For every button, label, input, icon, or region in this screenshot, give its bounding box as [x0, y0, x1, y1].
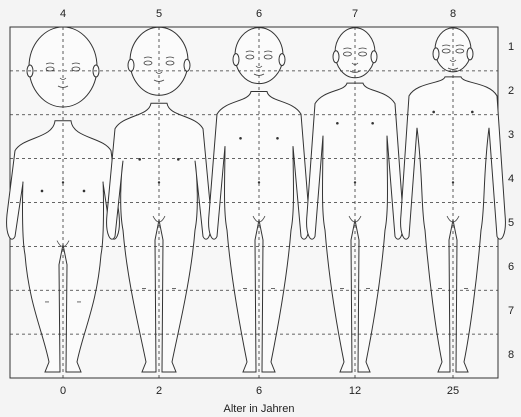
ear-right [279, 54, 285, 66]
row-label-6: 6 [508, 261, 514, 273]
nipple-right [471, 111, 474, 114]
row-label-1: 1 [508, 41, 514, 53]
ear-left [233, 54, 239, 66]
ear-left [433, 48, 439, 60]
top-label-7: 7 [352, 8, 358, 20]
figure-head [130, 27, 188, 95]
age-label-12: 12 [349, 385, 361, 397]
age-label-6: 6 [256, 385, 262, 397]
axis-caption: Alter in Jahren [224, 403, 295, 415]
ear-left [333, 51, 339, 63]
nipple-right [83, 190, 86, 193]
nipple-right [276, 137, 279, 140]
ear-left [128, 59, 134, 71]
ear-right [467, 48, 473, 60]
nipple-left [336, 122, 339, 125]
top-label-5: 5 [156, 8, 162, 20]
nipple-left [41, 190, 44, 193]
row-label-7: 7 [508, 305, 514, 317]
ear-right [371, 51, 377, 63]
age-label-25: 25 [447, 385, 459, 397]
top-label-8: 8 [450, 8, 456, 20]
row-label-8: 8 [508, 349, 514, 361]
top-label-4: 4 [60, 8, 66, 20]
nipple-left [432, 111, 435, 114]
row-label-2: 2 [508, 85, 514, 97]
nipple-right [371, 122, 374, 125]
ear-right [184, 59, 190, 71]
row-label-5: 5 [508, 217, 514, 229]
age-label-2: 2 [156, 385, 162, 397]
top-label-6: 6 [256, 8, 262, 20]
age-label-0: 0 [60, 385, 66, 397]
nipple-left [239, 137, 242, 140]
row-label-3: 3 [508, 129, 514, 141]
row-label-4: 4 [508, 173, 514, 185]
